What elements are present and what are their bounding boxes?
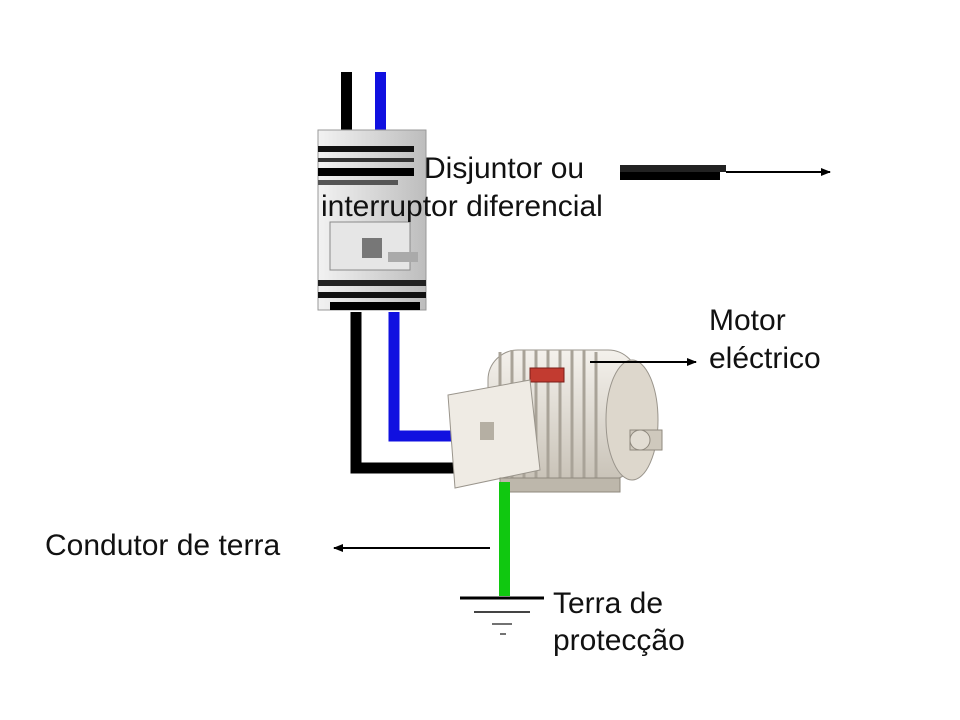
- motor-label-line2: eléctrico: [709, 342, 821, 375]
- motor-feed-wires: [350, 312, 456, 474]
- phase-wire-in: [341, 72, 352, 134]
- earth-wire: [499, 482, 510, 596]
- breaker-label-line2: interruptor diferencial: [321, 190, 603, 223]
- supply-wires: [341, 72, 386, 134]
- electric-motor: [447, 349, 663, 493]
- breaker-label-line1: Disjuntor ou: [424, 152, 585, 185]
- circuit-breaker: [317, 129, 427, 311]
- motor-label-line1: Motor: [709, 304, 786, 337]
- breaker-pointer: [620, 165, 831, 180]
- neutral-wire-in: [375, 72, 386, 134]
- protective-earth-label-line1: Terra de: [553, 587, 664, 620]
- neutral-wire-out: [388, 312, 456, 442]
- protective-earth-label-line2: protecção: [553, 624, 685, 657]
- phase-wire-out: [350, 312, 456, 474]
- ground-conductor-label: Condutor de terra: [45, 529, 281, 562]
- earth-symbol-icon: [460, 596, 544, 635]
